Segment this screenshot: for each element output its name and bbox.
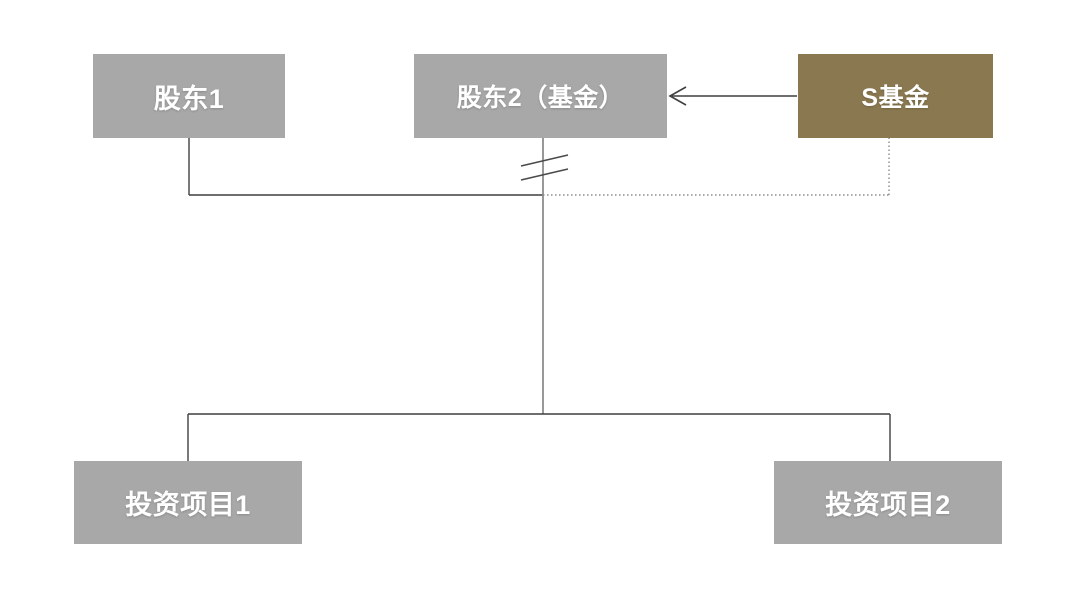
edge-trunk-to-projects	[187, 413, 891, 461]
break-mark-icon	[520, 154, 569, 181]
node-project1-label: 投资项目1	[125, 490, 251, 520]
node-sfund-label: S基金	[861, 84, 930, 112]
node-project2[interactable]: 投资项目2	[774, 461, 1002, 544]
node-shareholder2[interactable]: 股东2（基金）	[414, 54, 667, 138]
node-shareholder2-label: 股东2（基金）	[456, 84, 625, 112]
node-sfund[interactable]: S基金	[798, 54, 993, 138]
edge-sfund-to-shareholder2	[668, 86, 797, 106]
edge-sfund-dotted-to-trunk	[543, 138, 890, 196]
node-project2-label: 投资项目2	[825, 490, 951, 520]
edge-shareholder1-to-trunk	[188, 138, 543, 196]
node-shareholder1[interactable]: 股东1	[93, 54, 285, 138]
node-shareholder1-label: 股东1	[153, 83, 225, 114]
node-project1[interactable]: 投资项目1	[74, 461, 302, 544]
